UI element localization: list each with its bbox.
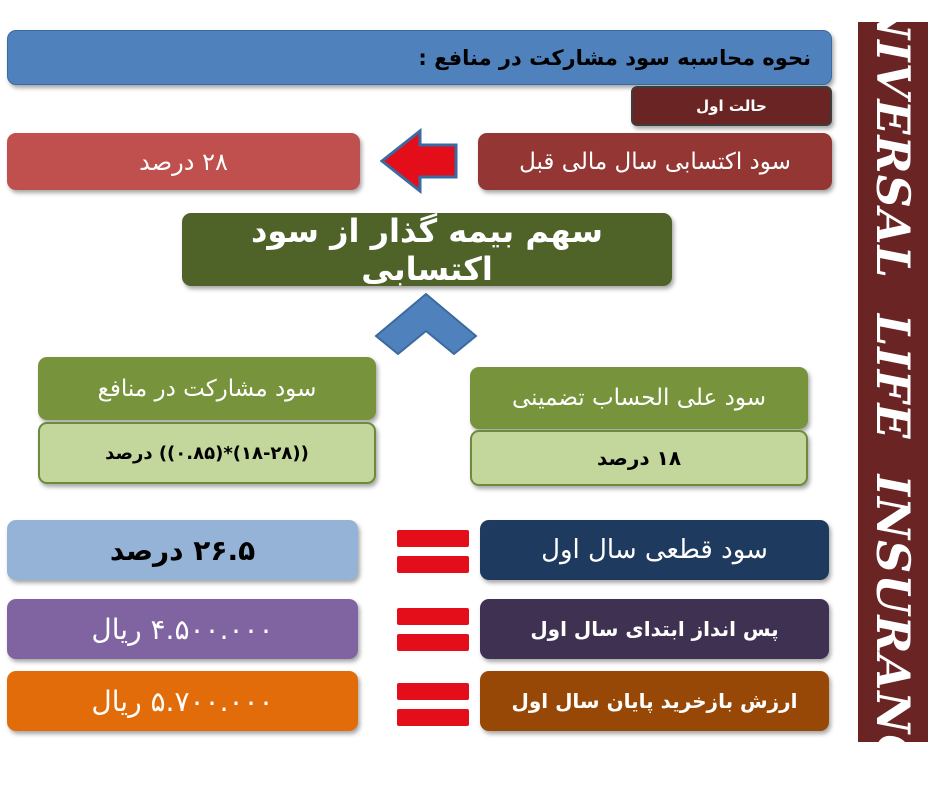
final-profit-label: سود قطعی سال اول xyxy=(480,520,829,580)
prior-year-label: سود اکتسابی سال مالی قبل xyxy=(478,133,832,190)
brand-sidebar: UNIVERSAL LIFE INSURANCE xyxy=(858,0,928,808)
surrender-value-label: ارزش بازخرید پایان سال اول xyxy=(480,671,829,731)
final-profit-value-text: ۲۶.۵ درصد xyxy=(109,533,256,567)
savings-label-text: پس انداز ابتدای سال اول xyxy=(530,617,779,641)
prior-year-value-text: ۲۸ درصد xyxy=(139,147,228,176)
profit-sharing-formula: ((۱۸-۲۸)*(۰.۸۵)) درصد xyxy=(38,422,376,484)
left-arrow-icon xyxy=(380,128,458,194)
header-title-text: نحوه محاسبه سود مشارکت در منافع : xyxy=(418,45,811,70)
prior-year-value: ۲۸ درصد xyxy=(7,133,360,190)
insurer-share-box: سهم بیمه گذار از سود اکتسابی xyxy=(182,211,672,288)
surrender-value-label-text: ارزش بازخرید پایان سال اول xyxy=(511,689,798,713)
split-chevron-icon xyxy=(374,292,478,356)
savings-label: پس انداز ابتدای سال اول xyxy=(480,599,829,659)
guaranteed-value: ۱۸ درصد xyxy=(470,430,808,486)
case-label: حالت اول xyxy=(631,86,832,126)
savings-value: ۴.۵۰۰.۰۰۰ ریال xyxy=(7,599,358,659)
profit-sharing-label-text: سود مشارکت در منافع xyxy=(97,375,317,402)
surrender-value-value: ۵.۷۰۰.۰۰۰ ریال xyxy=(7,671,358,731)
surrender-value-value-text: ۵.۷۰۰.۰۰۰ ریال xyxy=(91,684,274,718)
guaranteed-label-text: سود علی الحساب تضمینی xyxy=(512,385,766,411)
profit-sharing-label: سود مشارکت در منافع xyxy=(38,357,376,420)
insurer-share-text: سهم بیمه گذار از سود اکتسابی xyxy=(250,211,603,288)
brand-title: UNIVERSAL LIFE INSURANCE xyxy=(866,0,920,808)
header-title: نحوه محاسبه سود مشارکت در منافع : xyxy=(7,30,832,85)
final-profit-label-text: سود قطعی سال اول xyxy=(541,535,768,565)
case-label-text: حالت اول xyxy=(696,97,767,115)
equals-sign-icon xyxy=(397,683,469,727)
final-profit-value: ۲۶.۵ درصد xyxy=(7,520,358,580)
savings-value-text: ۴.۵۰۰.۰۰۰ ریال xyxy=(91,612,274,646)
profit-sharing-formula-text: ((۱۸-۲۸)*(۰.۸۵)) درصد xyxy=(105,442,309,464)
prior-year-label-text: سود اکتسابی سال مالی قبل xyxy=(519,148,791,175)
equals-sign-icon xyxy=(397,608,469,652)
equals-sign-icon xyxy=(397,530,469,574)
guaranteed-value-text: ۱۸ درصد xyxy=(596,446,682,470)
guaranteed-label: سود علی الحساب تضمینی xyxy=(470,367,808,429)
